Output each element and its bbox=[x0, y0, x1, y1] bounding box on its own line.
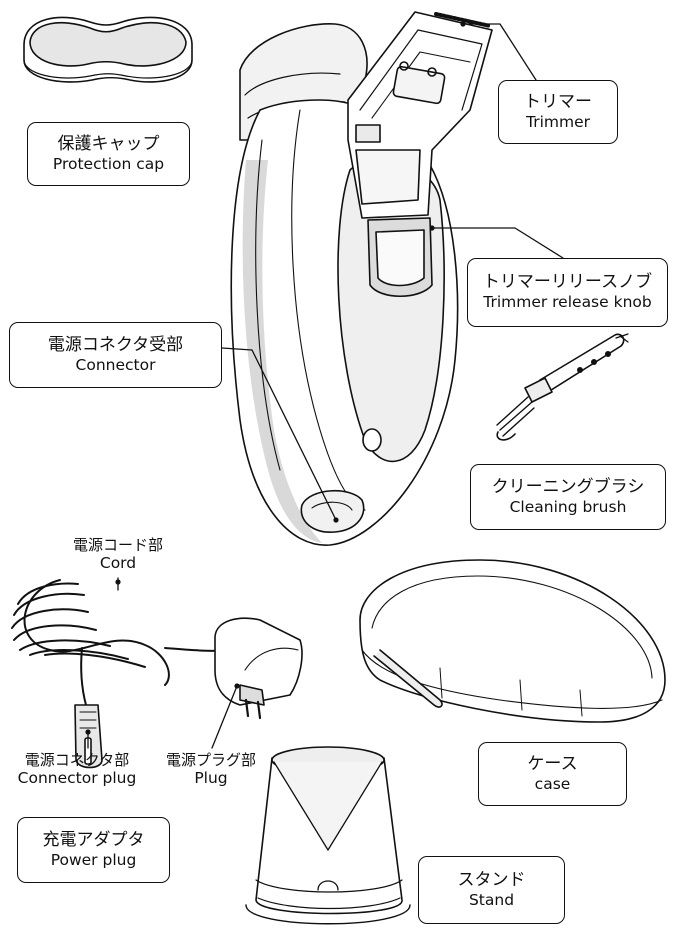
label-case-ja: ケース bbox=[527, 753, 578, 774]
label-stand-en: Stand bbox=[468, 890, 515, 909]
label-case: ケース case bbox=[478, 742, 627, 806]
cleaning-brush-drawing bbox=[496, 333, 629, 441]
label-plug: 電源プラグ部 Plug bbox=[148, 751, 274, 788]
label-protection-cap-ja: 保護キャップ bbox=[57, 133, 160, 154]
label-connector: 電源コネクタ受部 Connector bbox=[9, 322, 222, 388]
label-power-plug-ja: 充電アダプタ bbox=[42, 829, 145, 850]
label-trimmer-release-knob-ja: トリマーリリースノブ bbox=[482, 272, 653, 293]
label-cord-en: Cord bbox=[99, 554, 137, 573]
label-trimmer-ja: トリマー bbox=[524, 91, 592, 112]
label-connector-plug: 電源コネクタ部 Connector plug bbox=[2, 751, 152, 788]
label-power-plug: 充電アダプタ Power plug bbox=[17, 817, 170, 883]
label-connector-plug-ja: 電源コネクタ部 bbox=[24, 751, 130, 769]
label-plug-en: Plug bbox=[194, 769, 228, 788]
label-cleaning-brush: クリーニングブラシ Cleaning brush bbox=[470, 464, 666, 530]
label-case-en: case bbox=[534, 774, 571, 793]
label-protection-cap-en: Protection cap bbox=[52, 154, 165, 173]
label-stand-ja: スタンド bbox=[457, 869, 526, 890]
label-trimmer-release-knob-en: Trimmer release knob bbox=[483, 293, 652, 312]
adapter-drawing bbox=[11, 579, 303, 769]
label-stand: スタンド Stand bbox=[418, 856, 565, 924]
label-trimmer-release-knob: トリマーリリースノブ Trimmer release knob bbox=[467, 258, 668, 327]
stand-drawing bbox=[245, 746, 411, 925]
shaver-drawing bbox=[230, 11, 493, 546]
label-cleaning-brush-ja: クリーニングブラシ bbox=[491, 476, 645, 497]
label-plug-ja: 電源プラグ部 bbox=[165, 751, 256, 769]
label-trimmer-en: Trimmer bbox=[526, 112, 590, 131]
label-connector-en: Connector bbox=[75, 355, 156, 374]
case-drawing bbox=[359, 559, 666, 723]
label-cord: 電源コード部 Cord bbox=[48, 536, 188, 573]
label-cord-ja: 電源コード部 bbox=[72, 536, 163, 554]
label-connector-ja: 電源コネクタ受部 bbox=[47, 334, 184, 355]
label-trimmer: トリマー Trimmer bbox=[498, 80, 618, 144]
leader-lines bbox=[85, 21, 564, 749]
label-cleaning-brush-en: Cleaning brush bbox=[509, 497, 627, 516]
label-connector-plug-en: Connector plug bbox=[17, 769, 137, 788]
protection-cap-drawing bbox=[23, 16, 193, 83]
label-power-plug-en: Power plug bbox=[50, 850, 137, 869]
label-protection-cap: 保護キャップ Protection cap bbox=[27, 122, 190, 186]
